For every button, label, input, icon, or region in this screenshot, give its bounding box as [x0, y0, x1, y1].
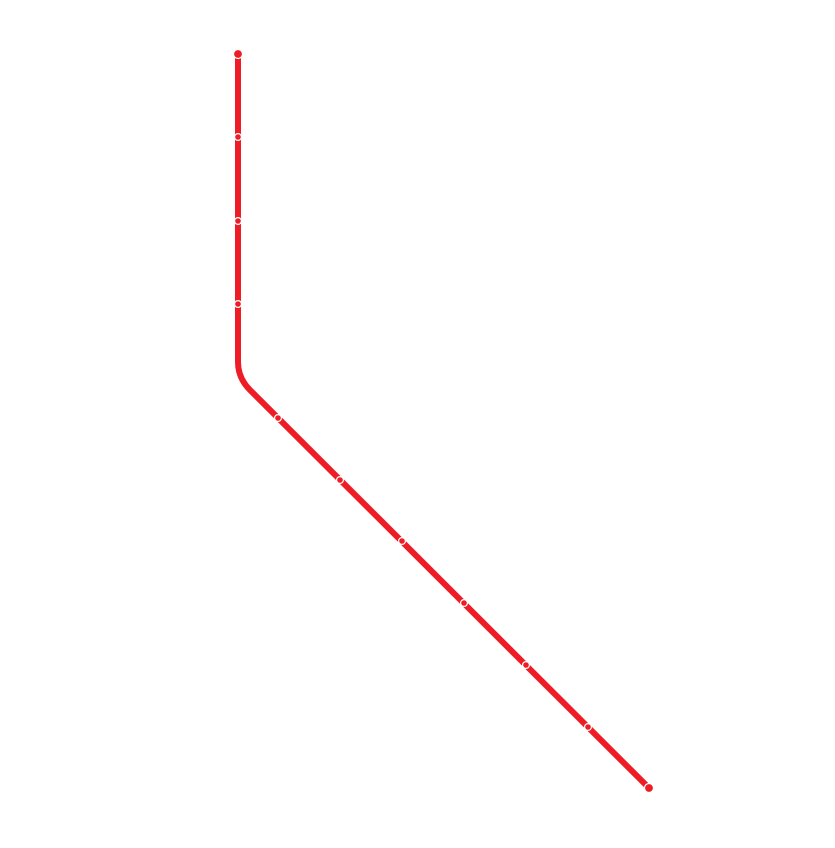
terminal-station-north[interactable] [232, 48, 244, 60]
station-marker[interactable] [336, 476, 345, 485]
station-marker[interactable] [234, 217, 243, 226]
terminal-station-south[interactable] [643, 782, 655, 794]
station-marker[interactable] [460, 598, 469, 607]
station-markers [232, 48, 655, 794]
station-marker[interactable] [583, 722, 592, 731]
station-marker[interactable] [398, 536, 407, 545]
station-marker[interactable] [521, 660, 530, 669]
station-marker[interactable] [234, 300, 243, 309]
station-marker[interactable] [234, 133, 243, 142]
station-marker[interactable] [274, 414, 283, 423]
route-line[interactable] [235, 51, 652, 791]
